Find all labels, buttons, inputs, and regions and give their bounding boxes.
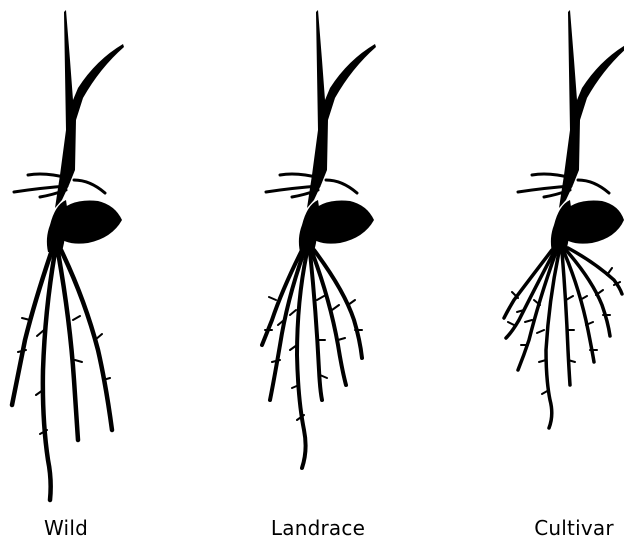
label-landrace: Landrace: [271, 516, 365, 540]
root-crown: [47, 200, 68, 252]
label-wild: Wild: [44, 516, 88, 540]
root-crown: [299, 200, 320, 252]
side-shoot: [14, 174, 105, 197]
roots: [12, 250, 112, 500]
cultivar-seedling: [504, 10, 624, 428]
side-shoot: [518, 174, 609, 197]
landrace-seedling: [262, 10, 376, 468]
roots: [504, 248, 622, 428]
side-shoot: [266, 174, 357, 197]
roots: [262, 250, 362, 468]
label-cultivar: Cultivar: [534, 516, 614, 540]
wild-seedling: [12, 10, 124, 500]
root-crown: [551, 200, 572, 252]
